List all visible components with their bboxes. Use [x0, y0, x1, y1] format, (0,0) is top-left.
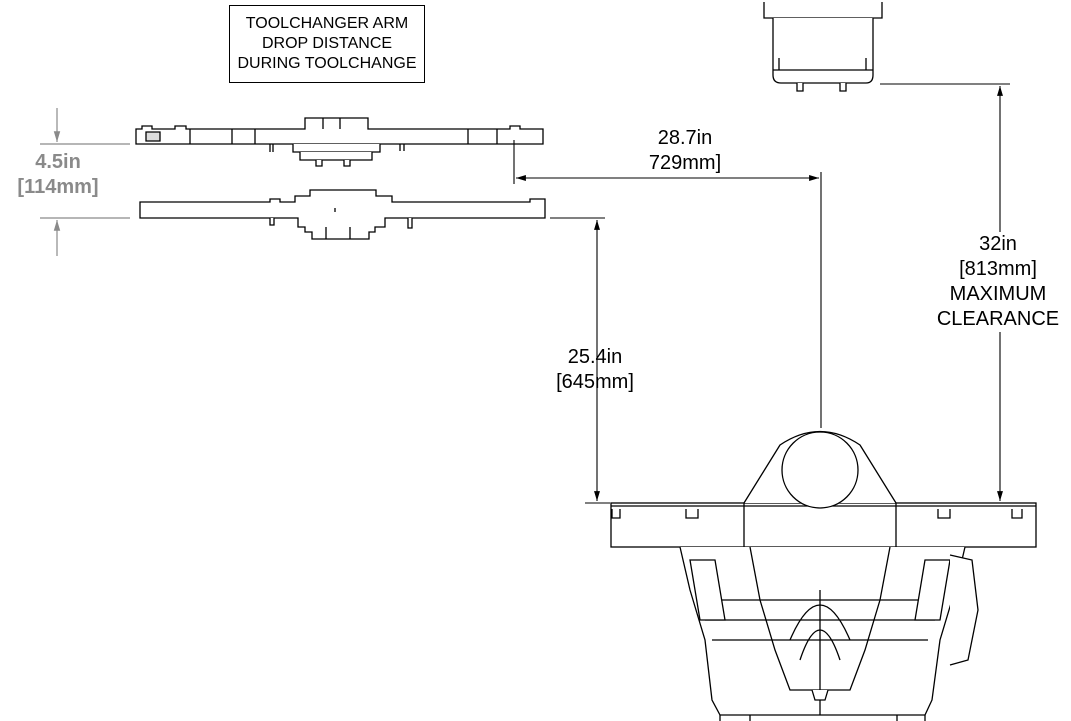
horizontal-reach-label: 28.7in 729mm] — [630, 126, 740, 176]
max-clearance-metric: [813mm] — [959, 258, 1037, 280]
toolchanger-arm-lower — [139, 189, 546, 240]
spindle-head — [763, 2, 883, 92]
drop-distance-label: 4.5in [114mm] — [8, 150, 108, 200]
max-clearance-imperial: 32in — [979, 233, 1017, 255]
max-clearance-word-2: CLEARANCE — [936, 308, 1060, 330]
horizontal-reach-metric: 729mm] — [648, 152, 722, 174]
note-line-3: DURING TOOLCHANGE — [237, 55, 417, 72]
note-box: TOOLCHANGER ARM DROP DISTANCE DURING TOO… — [229, 5, 425, 83]
drop-distance-dimension — [40, 108, 130, 256]
max-clearance-word-1: MAXIMUM — [949, 283, 1047, 305]
arm-to-table-imperial: 25.4in — [567, 346, 623, 368]
toolchanger-arm-upper — [135, 117, 544, 167]
drop-distance-imperial: 4.5in — [35, 151, 81, 173]
arm-to-table-label: 25.4in [645mm] — [540, 345, 650, 395]
drop-distance-metric: [114mm] — [17, 176, 99, 198]
note-line-1: TOOLCHANGER ARM — [245, 15, 409, 32]
horizontal-reach-imperial: 28.7in — [657, 127, 713, 149]
note-line-2: DROP DISTANCE — [261, 35, 393, 52]
arm-to-table-dimension — [550, 217, 610, 504]
max-clearance-label: 32in [813mm] MAXIMUM CLEARANCE — [925, 232, 1071, 332]
machine-table — [610, 430, 1037, 721]
horizontal-reach-dimension — [513, 140, 822, 428]
arm-to-table-metric: [645mm] — [556, 371, 634, 393]
